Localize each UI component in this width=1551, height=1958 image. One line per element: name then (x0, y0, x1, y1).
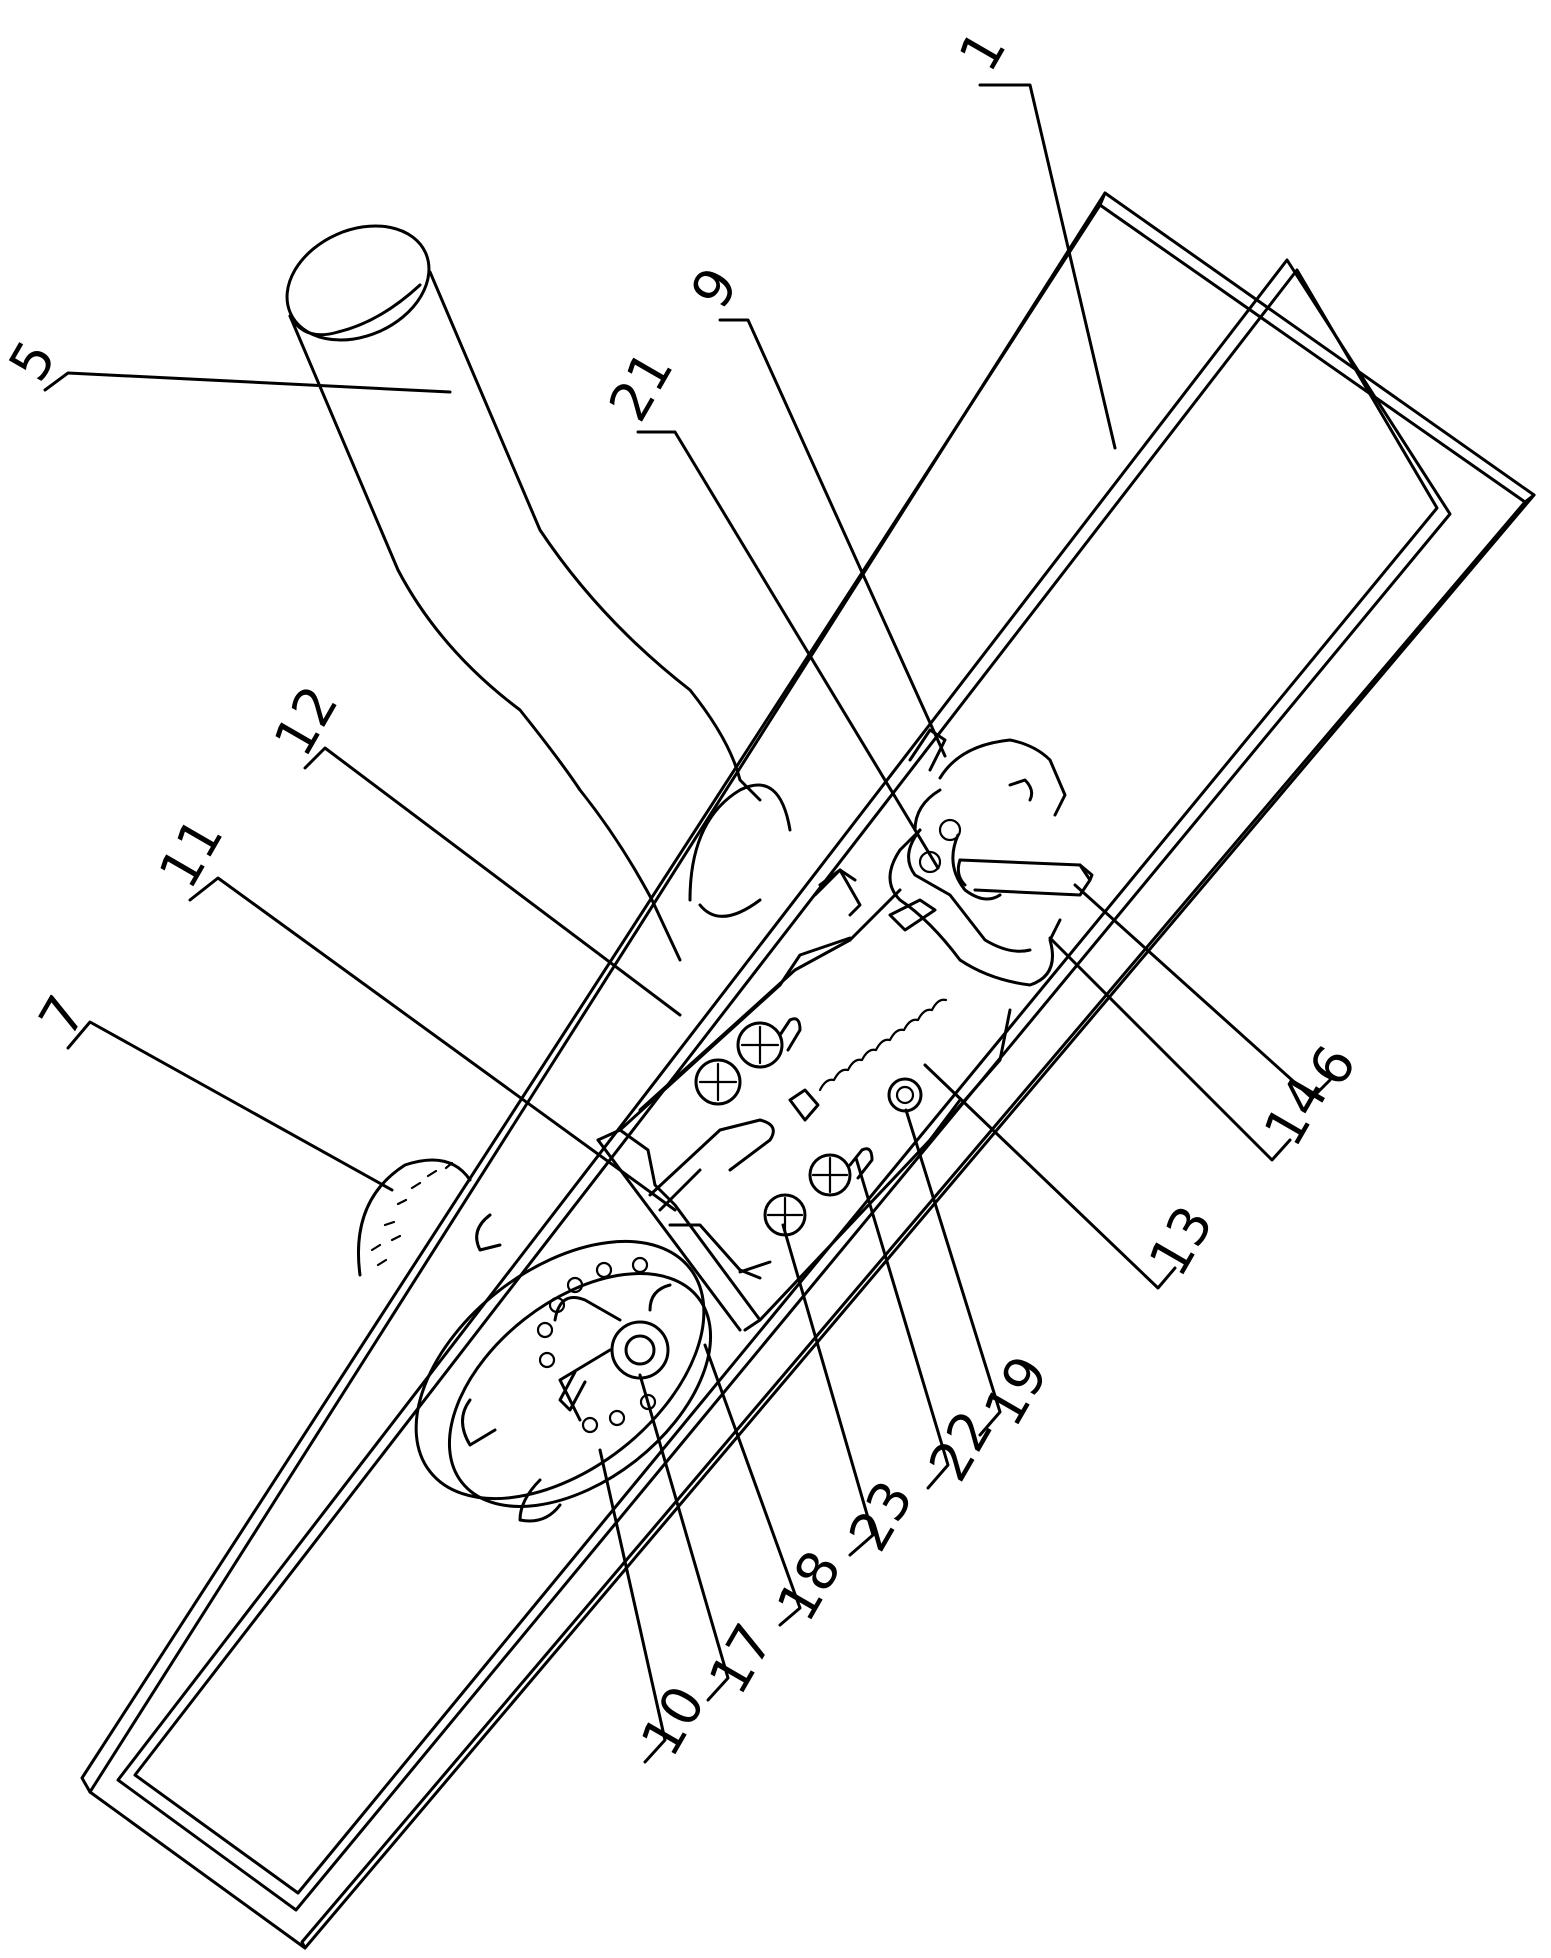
label-11: 11 (147, 807, 236, 898)
tube-base-mount (690, 785, 790, 916)
label-10: 10 (629, 1675, 718, 1766)
label-13: 13 (1137, 1195, 1226, 1286)
label-7: 7 (27, 985, 99, 1046)
label-21: 21 (597, 340, 686, 431)
label-12: 12 (262, 675, 351, 766)
label-23: 23 (837, 1470, 926, 1561)
slide-plate-assembly (598, 870, 1010, 1330)
label-1: 1 (947, 20, 1019, 81)
label-5: 5 (0, 330, 68, 391)
label-17: 17 (697, 1613, 786, 1704)
label-9: 9 (679, 257, 751, 318)
part-labels: 1 9 21 5 12 11 7 6 14 13 19 22 23 18 17 … (0, 20, 1368, 1766)
leader-lines (45, 85, 1330, 1762)
label-18: 18 (765, 1540, 854, 1631)
lever (958, 860, 1092, 895)
